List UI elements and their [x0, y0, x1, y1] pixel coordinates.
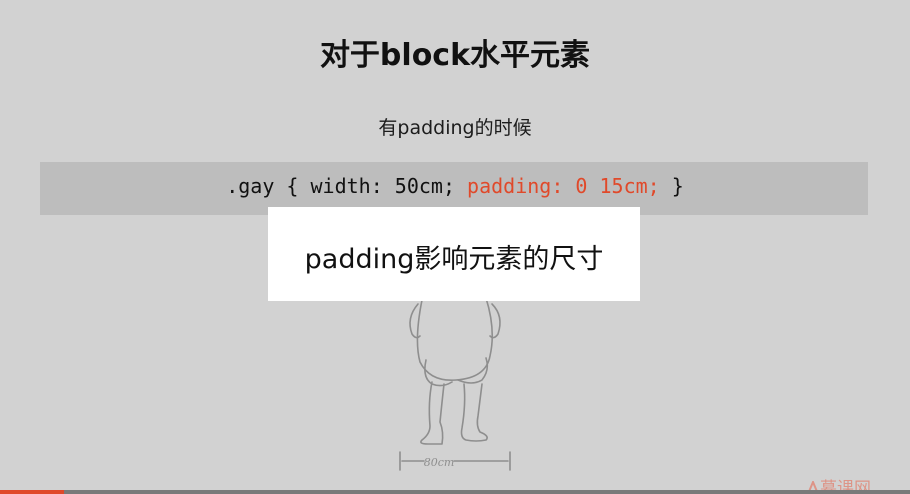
code-suffix: }: [659, 174, 684, 198]
video-progress-fill: [0, 490, 64, 494]
callout-text: padding影响元素的尺寸: [304, 244, 604, 275]
code-snippet: .gay { width: 50cm; padding: 0 15cm; }: [0, 174, 910, 198]
slide-title: 对于block水平元素: [319, 38, 591, 73]
video-progress-bar[interactable]: [0, 490, 910, 494]
imooc-logo-icon: [806, 481, 820, 494]
code-highlight: padding: 0 15cm;: [467, 174, 660, 198]
slide-subtitle: 有padding的时候: [378, 117, 532, 139]
sketch-width-label: 80cm: [424, 456, 455, 469]
code-prefix: .gay { width: 50cm;: [226, 174, 468, 198]
callout-box: padding影响元素的尺寸: [268, 207, 640, 301]
code-block-background: [40, 162, 868, 215]
